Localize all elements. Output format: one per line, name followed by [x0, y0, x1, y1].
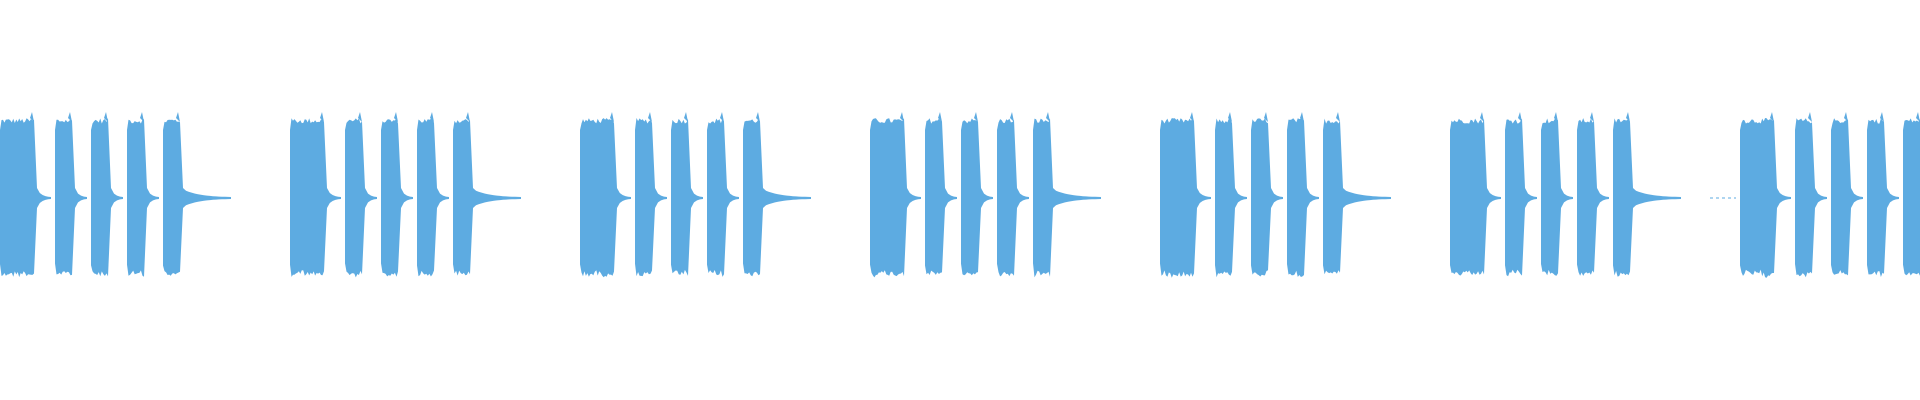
waveform-segment-peak	[648, 112, 652, 122]
waveform-segment-peak	[1228, 112, 1232, 122]
waveform-segment	[381, 118, 413, 277]
waveform-segment-peak	[1480, 112, 1484, 122]
waveform-segment-peak	[1916, 112, 1920, 122]
waveform-segment-peak	[684, 112, 688, 122]
waveform-segment	[1160, 118, 1211, 278]
waveform-segment	[290, 118, 341, 277]
waveform-segment	[671, 118, 703, 276]
waveform-segment	[1323, 118, 1391, 275]
waveform-segment-peak	[1554, 112, 1558, 122]
waveform-segment	[1795, 118, 1827, 278]
waveform-segment	[1831, 118, 1863, 276]
waveform-segment	[1867, 118, 1899, 277]
waveform-segment-peak	[140, 112, 144, 122]
waveform-segment	[1505, 118, 1537, 277]
waveform-segment-peak	[358, 112, 362, 122]
waveform-segment	[1287, 118, 1319, 277]
waveform-segment-peak	[1590, 112, 1594, 122]
waveform-segment	[55, 119, 87, 276]
waveform-segment	[1577, 118, 1609, 276]
waveform-segment-peak	[1190, 112, 1194, 122]
waveform-segment-peak	[1336, 112, 1340, 122]
waveform-segment	[417, 119, 449, 277]
waveform-segment-peak	[1626, 112, 1630, 122]
waveform-segment-peak	[720, 112, 724, 122]
waveform-segment-peak	[974, 112, 978, 122]
waveform-segment-peak	[900, 112, 904, 122]
waveform-segment-peak	[1046, 112, 1050, 122]
waveform-segment-peak	[466, 112, 470, 122]
waveform-segment	[1903, 118, 1920, 276]
waveform-segment-peak	[1518, 112, 1522, 122]
waveform-segment	[127, 119, 159, 277]
waveform-segment-peak	[1010, 112, 1014, 122]
waveform-segment-peak	[610, 112, 614, 122]
waveform-segment-peak	[1808, 112, 1812, 122]
waveform-segment	[91, 118, 123, 277]
waveform-segment	[1215, 118, 1247, 278]
waveform-segment-peak	[938, 112, 942, 122]
waveform-segment-peak	[1300, 112, 1304, 122]
waveform-segment-peak	[104, 112, 108, 122]
waveform-segment	[580, 118, 631, 278]
waveform-segment	[925, 118, 957, 275]
waveform-segment-peak	[1880, 112, 1884, 122]
waveform-segment-peak	[30, 112, 34, 122]
waveform-segment	[453, 119, 521, 276]
waveform-segment-peak	[68, 112, 72, 122]
waveform-segment	[0, 118, 51, 278]
waveform-segment-peak	[1770, 112, 1774, 122]
waveform-segment-peak	[394, 112, 398, 122]
waveform-segment	[743, 119, 811, 277]
waveform-segment-peak	[430, 112, 434, 122]
waveform-segment-peak	[320, 112, 324, 122]
waveform-segment-peak	[176, 112, 180, 122]
waveform-segment	[345, 118, 377, 278]
waveform-segment	[1033, 118, 1101, 278]
waveform-segment	[707, 118, 739, 277]
waveform-segment	[1450, 118, 1501, 276]
waveform-segment-peak	[1264, 112, 1268, 122]
waveform-segment	[1251, 118, 1283, 277]
waveform-segment	[961, 118, 993, 276]
waveform-segment	[1613, 118, 1681, 277]
waveform-segment-peak	[1844, 112, 1848, 122]
waveform-segment	[870, 118, 921, 278]
waveform-segment	[1541, 118, 1573, 276]
waveform-segment	[163, 119, 231, 276]
waveform-segment	[997, 118, 1029, 277]
waveform-segment	[1740, 118, 1791, 278]
waveform-segment	[635, 118, 667, 277]
waveform-segment-peak	[756, 112, 760, 122]
